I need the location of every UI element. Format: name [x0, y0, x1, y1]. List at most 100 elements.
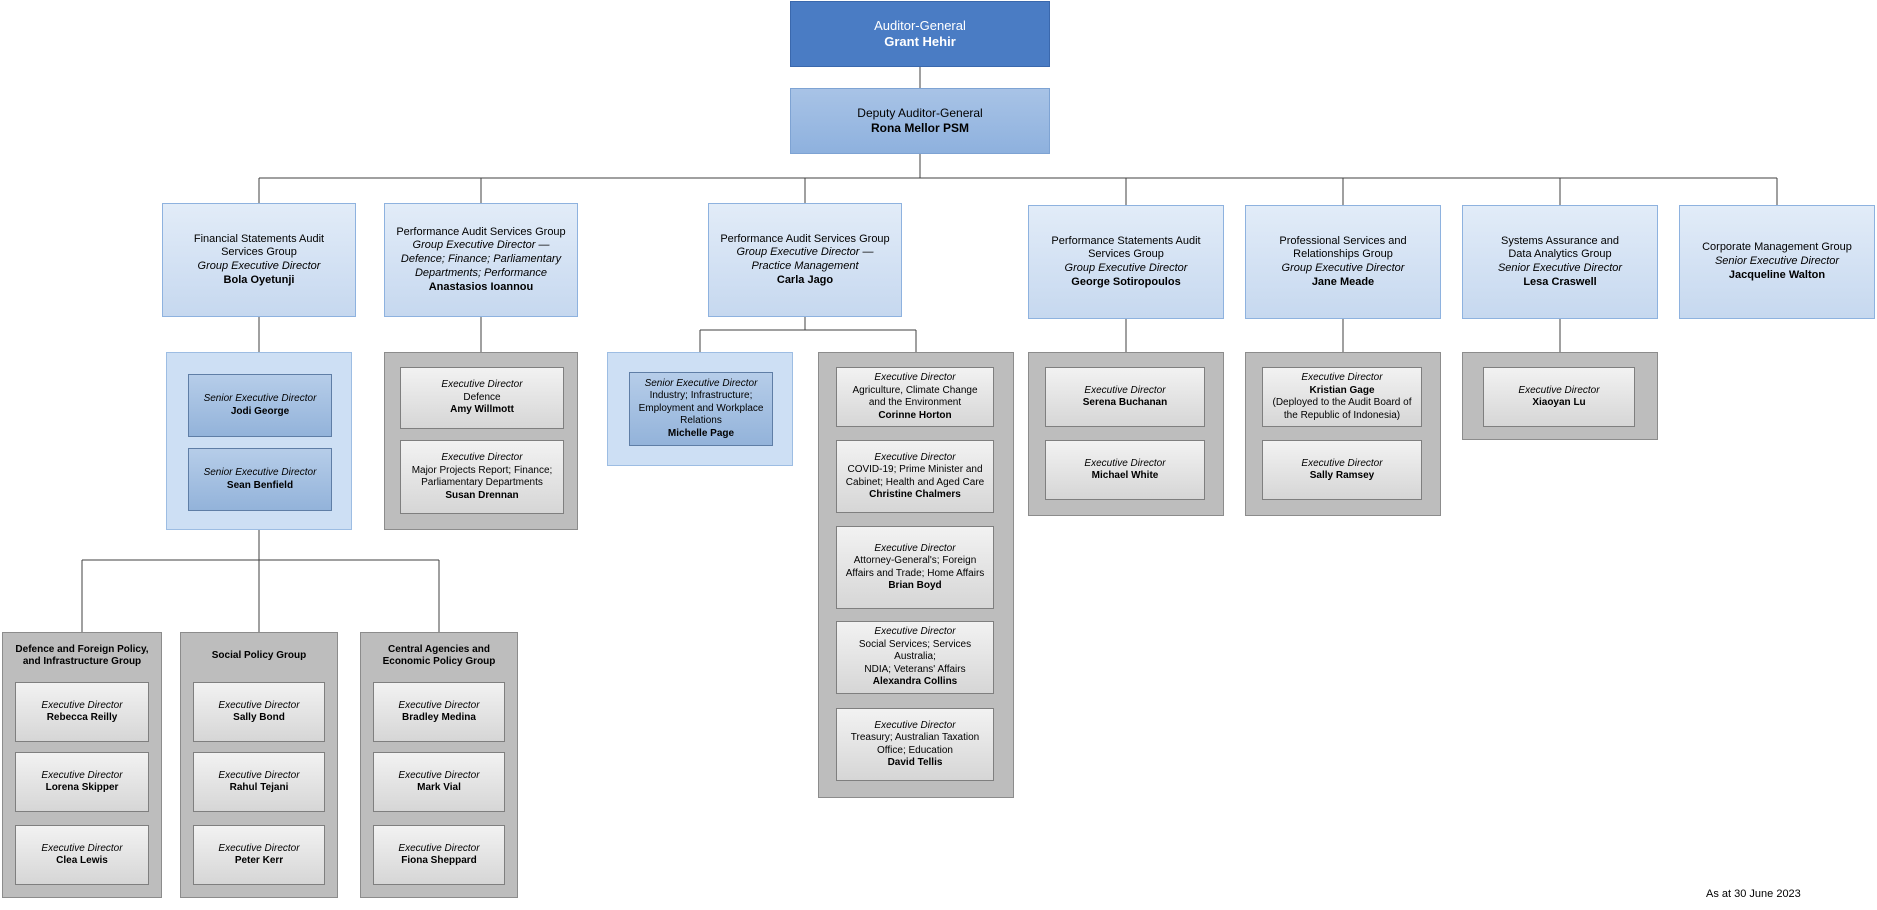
ed-desc: COVID-19; Prime Minister and	[847, 464, 983, 475]
sed-desc: Employment and Workplace	[638, 402, 764, 414]
ed-desc: Social Services; Services Australia;	[858, 638, 972, 663]
ed-card: Executive Director Serena Buchanan	[1045, 367, 1205, 427]
ed-desc: Affairs and Trade; Home Affairs	[845, 567, 985, 579]
ed-name: Rebecca Reilly	[46, 712, 118, 723]
auditor-general-title: Auditor-General	[874, 17, 966, 33]
subgroup-title: Defence and Foreign Policy, and Infrastr…	[2, 640, 162, 672]
ed-role: Executive Director	[874, 451, 956, 463]
ed-role: Executive Director	[41, 699, 123, 711]
group-role: Group Executive Director —	[736, 246, 874, 259]
ed-card: Executive Director Defence Amy Willmott	[400, 367, 564, 429]
ed-card: Executive Director Lorena Skipper	[15, 752, 149, 812]
ed-role: Executive Director	[874, 372, 956, 383]
ed-card: Executive Director Sally Ramsey	[1262, 440, 1422, 500]
ed-card: Executive Director Xiaoyan Lu	[1483, 367, 1635, 427]
ed-role: Executive Director	[218, 699, 300, 711]
subgroup-title: Social Policy Group	[180, 640, 338, 672]
auditor-general-box: Auditor-General Grant Hehir	[790, 1, 1050, 67]
ed-card: Executive Director Rahul Tejani	[193, 752, 325, 812]
ed-card: Executive Director Mark Vial	[373, 752, 505, 812]
sed-role: Senior Executive Director	[203, 467, 317, 478]
group-role: Departments; Performance	[414, 266, 548, 279]
ed-desc: and the Environment	[868, 397, 962, 408]
ed-role: Executive Director	[441, 379, 523, 391]
ed-name: Peter Kerr	[234, 855, 284, 866]
ed-card: Executive Director Sally Bond	[193, 682, 325, 742]
ed-card: Executive Director COVID-19; Prime Minis…	[836, 440, 994, 513]
group-name-line: Relationships Group	[1293, 248, 1393, 261]
ed-role: Executive Director	[398, 842, 480, 854]
deputy-title: Deputy Auditor-General	[857, 106, 983, 120]
group-systems-assurance: Systems Assurance and Data Analytics Gro…	[1462, 205, 1658, 319]
ed-name: Lorena Skipper	[45, 782, 119, 793]
ed-card: Executive Director Agriculture, Climate …	[836, 367, 994, 427]
ed-role: Executive Director	[1518, 384, 1600, 396]
group-head-name: George Sotiropoulos	[1071, 275, 1181, 288]
group-role: Group Executive Director	[1064, 262, 1188, 274]
ed-name: Xiaoyan Lu	[1532, 397, 1586, 408]
ed-name: Bradley Medina	[402, 712, 476, 723]
ed-role: Executive Director	[1301, 457, 1383, 469]
ed-role: Executive Director	[218, 842, 300, 854]
ed-desc: Office; Education	[877, 744, 953, 756]
ed-role: Executive Director	[874, 719, 956, 731]
ed-name: Serena Buchanan	[1082, 397, 1168, 408]
ed-role: Executive Director	[441, 452, 523, 463]
ed-name: Brian Boyd	[888, 580, 942, 591]
as-at-date: As at 30 June 2023	[1706, 888, 1801, 900]
deputy-name: Rona Mellor PSM	[870, 121, 969, 135]
group-head-name: Anastasios Ioannou	[428, 280, 534, 293]
ed-desc: Parliamentary Departments	[421, 477, 543, 488]
ed-name: Sally Bond	[233, 712, 285, 723]
sed-name: Sean Benfield	[226, 479, 294, 491]
sed-card: Senior Executive Director Jodi George	[188, 374, 332, 437]
group-role: Group Executive Director —	[412, 239, 550, 252]
group-financial-statements-audit: Financial Statements Audit Services Grou…	[162, 203, 356, 317]
ed-role: Executive Director	[398, 699, 480, 711]
sed-card: Senior Executive Director Industry; Infr…	[629, 372, 773, 446]
group-name-line: Corporate Management Group	[1702, 241, 1852, 254]
group-name-line: Financial Statements Audit	[193, 232, 325, 245]
group-head-name: Lesa Craswell	[1523, 275, 1597, 288]
ed-name: Amy Willmott	[450, 404, 514, 416]
ed-desc: the Republic of Indonesia)	[1283, 409, 1401, 421]
group-role: Senior Executive Director	[1714, 255, 1840, 268]
sed-role: Senior Executive Director	[203, 393, 317, 404]
ed-card: Executive Director Major Projects Report…	[400, 440, 564, 514]
ed-role: Executive Director	[1084, 457, 1166, 469]
group-head-name: Carla Jago	[776, 273, 834, 286]
sed-name: Michelle Page	[667, 427, 735, 439]
ed-role: Executive Director	[1301, 372, 1383, 383]
ed-desc: (Deployed to the Audit Board of	[1272, 397, 1412, 408]
sed-card: Senior Executive Director Sean Benfield	[188, 448, 332, 511]
ed-role: Executive Director	[398, 769, 480, 781]
group-name-line: Services Group	[221, 246, 297, 259]
ed-role: Executive Director	[41, 842, 123, 854]
subgroup-title-line: Defence and Foreign Policy,	[15, 643, 149, 655]
ed-desc: Attorney-General's; Foreign	[853, 555, 977, 566]
subgroup-title: Central Agencies and Economic Policy Gro…	[360, 640, 518, 672]
ed-desc: Cabinet; Health and Aged Care	[845, 476, 985, 488]
group-performance-audit-practice: Performance Audit Services Group Group E…	[708, 203, 902, 317]
ed-name: David Tellis	[887, 757, 943, 768]
ed-card: Executive Director Peter Kerr	[193, 825, 325, 885]
ed-card: Executive Director Clea Lewis	[15, 825, 149, 885]
ed-card: Executive Director Rebecca Reilly	[15, 682, 149, 742]
group-head-name: Jane Meade	[1311, 275, 1375, 288]
sed-name: Jodi George	[230, 405, 290, 417]
ed-desc: Major Projects Report; Finance;	[411, 464, 553, 476]
sed-role: Senior Executive Director	[644, 377, 758, 389]
ed-name: Fiona Sheppard	[401, 855, 477, 866]
ed-name: Alexandra Collins	[872, 676, 958, 688]
group-performance-audit-defence: Performance Audit Services Group Group E…	[384, 203, 578, 317]
ed-card: Executive Director Treasury; Australian …	[836, 708, 994, 781]
ed-name: Corinne Horton	[878, 409, 952, 421]
ed-name: Susan Drennan	[445, 489, 519, 501]
subgroup-title-line: Economic Policy Group	[382, 656, 496, 667]
group-name-line: Systems Assurance and	[1500, 234, 1619, 247]
ed-role: Executive Director	[1084, 384, 1166, 396]
group-role: Senior Executive Director	[1497, 262, 1623, 274]
group-performance-statements-audit: Performance Statements Audit Services Gr…	[1028, 205, 1224, 319]
ed-name: Clea Lewis	[56, 855, 108, 866]
ed-card: Executive Director Michael White	[1045, 440, 1205, 500]
